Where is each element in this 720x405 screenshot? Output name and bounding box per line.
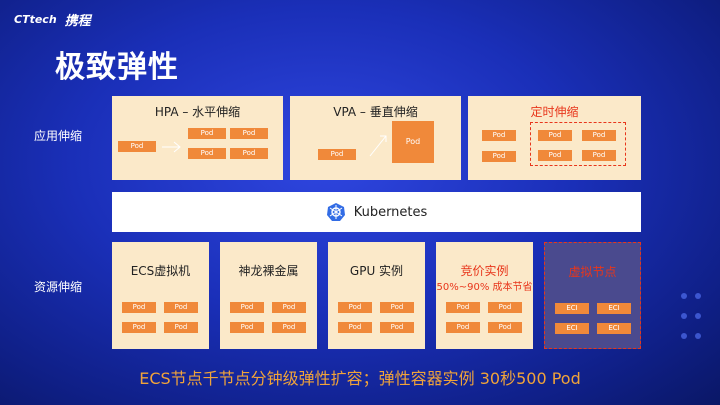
- card-title: 定时伸缩: [530, 105, 579, 119]
- bottom-caption: ECS节点千节点分钟级弹性扩容；弹性容器实例 30秒500 Pod: [139, 369, 581, 388]
- pod: Pod: [230, 322, 264, 333]
- eci: ECI: [597, 303, 631, 314]
- card-subtitle: 50%~90% 成本节省: [436, 282, 533, 293]
- pod: Pod: [446, 302, 480, 313]
- expand-icon: [369, 135, 387, 157]
- pod: Pod: [230, 302, 264, 313]
- eci: ECI: [597, 323, 631, 334]
- card-title: HPA – 水平伸缩: [154, 105, 241, 119]
- pod: Pod: [538, 130, 572, 141]
- pod: Pod: [188, 128, 226, 139]
- pod: Pod: [482, 130, 516, 141]
- pod: Pod: [380, 302, 414, 313]
- pod: Pod: [118, 141, 156, 152]
- ecs-card: ECS虚拟机 Pod Pod Pod Pod: [112, 242, 209, 349]
- row-label-app: 应用伸缩: [34, 129, 83, 143]
- decorative-dots-icon: [681, 293, 701, 339]
- kubernetes-bar: Kubernetes: [112, 192, 641, 232]
- row-label-resource: 资源伸缩: [34, 280, 83, 294]
- pod: Pod: [582, 130, 616, 141]
- pod: Pod: [338, 302, 372, 313]
- pod: Pod: [380, 322, 414, 333]
- ctrip-logo: 携程: [64, 14, 91, 29]
- pod: Pod: [488, 302, 522, 313]
- pod: Pod: [230, 148, 268, 159]
- card-title: 竞价实例: [460, 264, 509, 278]
- virtual-node-card: 虚拟节点 ECI ECI ECI ECI: [544, 242, 641, 349]
- gpu-card: GPU 实例 Pod Pod Pod Pod: [328, 242, 425, 349]
- card-title: 虚拟节点: [568, 265, 617, 279]
- arrows-icon: [162, 141, 181, 153]
- hpa-card: HPA – 水平伸缩 Pod Pod Pod Pod Pod: [112, 96, 283, 180]
- card-title: 神龙裸金属: [238, 264, 299, 278]
- vpa-card: VPA – 垂直伸缩 Pod Pod: [290, 96, 461, 180]
- pod: Pod: [446, 322, 480, 333]
- bare-metal-card: 神龙裸金属 Pod Pod Pod Pod: [220, 242, 317, 349]
- pod: Pod: [582, 150, 616, 161]
- spot-card: 竞价实例 50%~90% 成本节省 Pod Pod Pod Pod: [436, 242, 533, 349]
- pod: Pod: [164, 302, 198, 313]
- card-title: GPU 实例: [349, 264, 404, 278]
- pod: Pod: [122, 322, 156, 333]
- pod: Pod: [272, 302, 306, 313]
- pod: Pod: [338, 322, 372, 333]
- pod: Pod: [318, 149, 356, 160]
- header-logos: CTtech 携程: [14, 10, 91, 29]
- kubernetes-icon: [326, 203, 345, 221]
- page-title: 极致弹性: [55, 50, 179, 85]
- pod: Pod: [482, 151, 516, 162]
- scaling-box: [530, 122, 626, 166]
- pod: Pod: [488, 322, 522, 333]
- eci: ECI: [555, 323, 589, 334]
- kubernetes-label: Kubernetes: [353, 204, 428, 220]
- card-title: VPA – 垂直伸缩: [333, 105, 418, 119]
- pod: Pod: [230, 128, 268, 139]
- ctrip-tech-logo: CTtech: [14, 13, 57, 26]
- card-title: ECS虚拟机: [130, 264, 191, 278]
- scheduled-scaling-card: 定时伸缩 Pod Pod Pod Pod Pod Pod: [468, 96, 641, 180]
- pod: Pod: [272, 322, 306, 333]
- pod: Pod: [538, 150, 572, 161]
- eci: ECI: [555, 303, 589, 314]
- pod: Pod: [122, 302, 156, 313]
- big-pod: Pod: [392, 121, 434, 163]
- pod: Pod: [188, 148, 226, 159]
- pod: Pod: [164, 322, 198, 333]
